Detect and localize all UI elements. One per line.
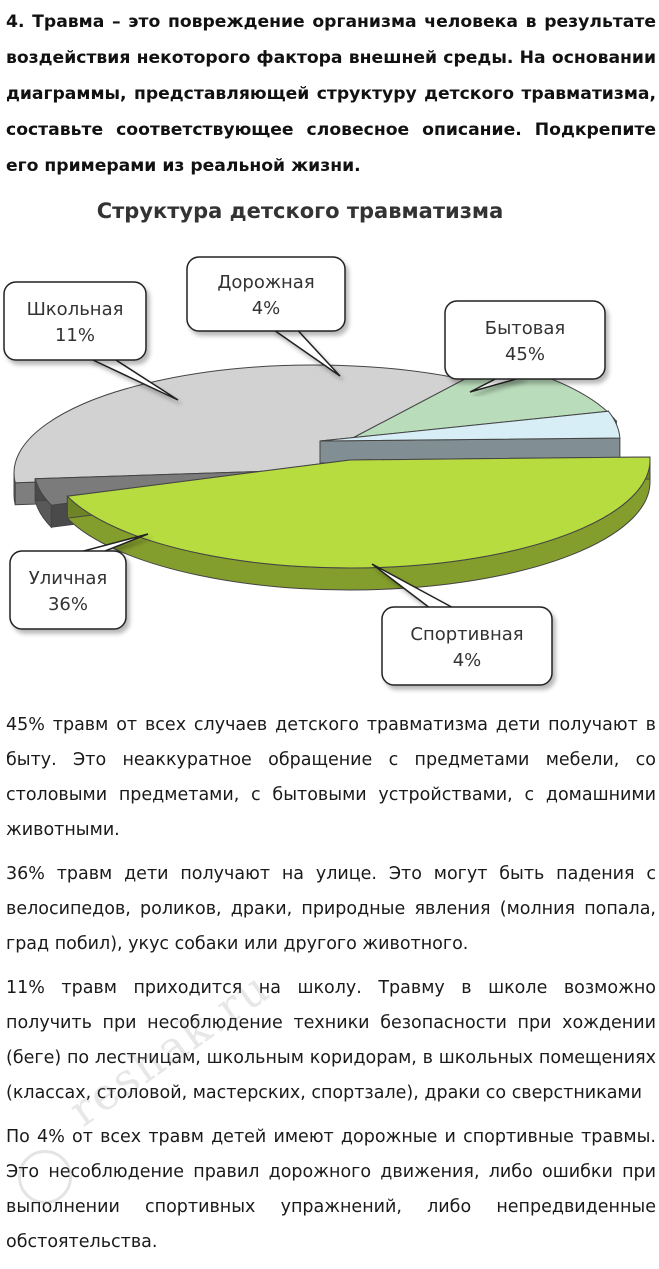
- answer-paragraph-road-sport: По 4% от всех травм детей имеют дорожные…: [6, 1127, 656, 1252]
- slice-value-label: 36%: [48, 594, 88, 615]
- answer-paragraph-school: 11% травм приходится на школу. Травму в …: [6, 978, 656, 1103]
- slice-name-label: Уличная: [29, 568, 107, 589]
- slice-бытовая: [66, 456, 651, 591]
- chart-title: Структура детского травматизма: [97, 199, 504, 223]
- task-text: 4. Травма – это повреждение организма че…: [6, 12, 656, 176]
- callout-box: [9, 550, 127, 630]
- callout-box: [381, 606, 553, 686]
- slice-value-label: 45%: [505, 344, 545, 365]
- slice-top-бытовая: [66, 456, 651, 569]
- callout-школьная: Школьная 11%: [3, 281, 179, 401]
- answer-paragraph-street: 36% травм дети получают на улице. Это мо…: [6, 864, 656, 954]
- slice-top-уличная: [13, 364, 485, 484]
- slice-name-label: Бытовая: [485, 318, 566, 339]
- slice-value-label: 4%: [453, 650, 482, 671]
- answer-paragraph-household: 45% травм от всех случаев детского травм…: [6, 715, 656, 840]
- callout-бытовая: Бытовая 45%: [444, 300, 606, 393]
- callout-box: [186, 256, 346, 332]
- watermark-copyright-icon: [18, 1150, 72, 1204]
- pie-chart: Структура детского травматизма Бытовая 45…: [3, 199, 651, 686]
- slice-value-label: 11%: [55, 325, 95, 346]
- callout-дорожная: Дорожная 4%: [186, 256, 346, 377]
- answer-text: 45% травм от всех случаев детского травм…: [6, 708, 656, 1269]
- callout-уличная: Уличная 36%: [9, 533, 149, 630]
- callouts: Бытовая 45% Спортивная 4% Уличная 36% Школьная…: [3, 256, 606, 686]
- slice-дорожная: [319, 410, 621, 464]
- slice-name-label: Школьная: [27, 299, 124, 320]
- callout-box: [3, 281, 147, 361]
- pie-slices: [13, 361, 651, 591]
- callout-box: [444, 300, 606, 380]
- slice-name-label: Спортивная: [410, 624, 523, 645]
- callout-спортивная: Спортивная 4%: [371, 563, 553, 686]
- slice-top-дорожная: [319, 410, 621, 442]
- slice-name-label: Дорожная: [217, 272, 314, 293]
- slice-value-label: 4%: [252, 298, 281, 319]
